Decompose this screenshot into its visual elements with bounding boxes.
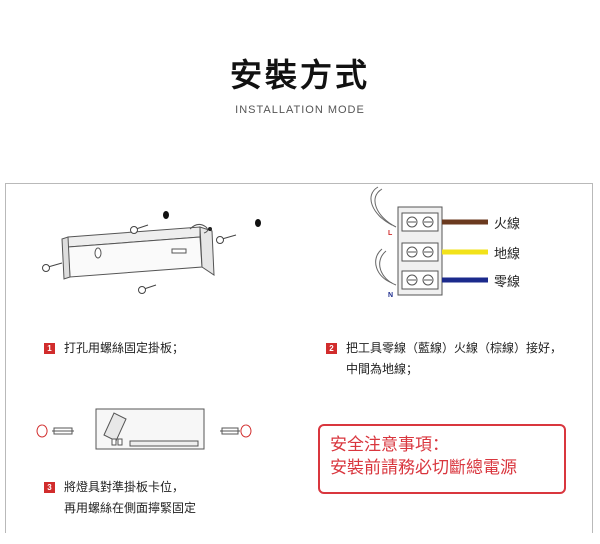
page-title: 安裝方式: [229, 56, 370, 94]
bracket-illustration: [42, 211, 261, 294]
step-1-text: 打孔用螺絲固定掛板；: [64, 341, 185, 355]
warning-heading: 安全注意事項：: [330, 435, 449, 455]
terminal-block-illustration: L N: [370, 186, 488, 299]
step-2-text-line-2: 中間為地線；: [346, 362, 419, 376]
step-3-text-line-2: 再用螺絲在側面擰緊固定: [64, 501, 197, 515]
fixture-illustration: [36, 408, 252, 450]
step-number-badge: 3: [44, 482, 55, 493]
step-number-badge: 1: [44, 343, 55, 354]
wire-label-ground: 地線: [494, 247, 521, 262]
step-3: 3 將燈具對準掛板卡位， 再用螺絲在側面擰緊固定: [44, 477, 196, 519]
wire-label-live: 火線: [494, 217, 521, 232]
terminal-mark-l: L: [388, 230, 393, 237]
step-number-badge: 2: [326, 343, 337, 354]
warning-text: 安裝前請務必切斷總電源: [330, 458, 517, 478]
page-subtitle: INSTALLATION MODE: [235, 104, 365, 116]
wire-label-neutral: 零線: [494, 275, 521, 290]
step-2: 2 把工具零線（藍線）火線（棕線）接好， 中間為地線；: [326, 338, 562, 380]
step-3-text-line-1: 將燈具對準掛板卡位，: [64, 480, 185, 494]
wall-plug-icon: [163, 211, 169, 219]
step-1: 1 打孔用螺絲固定掛板；: [44, 338, 184, 359]
safety-warning-box: 安全注意事項： 安裝前請務必切斷總電源: [318, 424, 566, 494]
screw-icon: [42, 224, 237, 294]
terminal-mark-n: N: [388, 292, 393, 299]
step-2-text-line-1: 把工具零線（藍線）火線（棕線）接好，: [346, 341, 563, 355]
instruction-panel: [5, 183, 593, 533]
